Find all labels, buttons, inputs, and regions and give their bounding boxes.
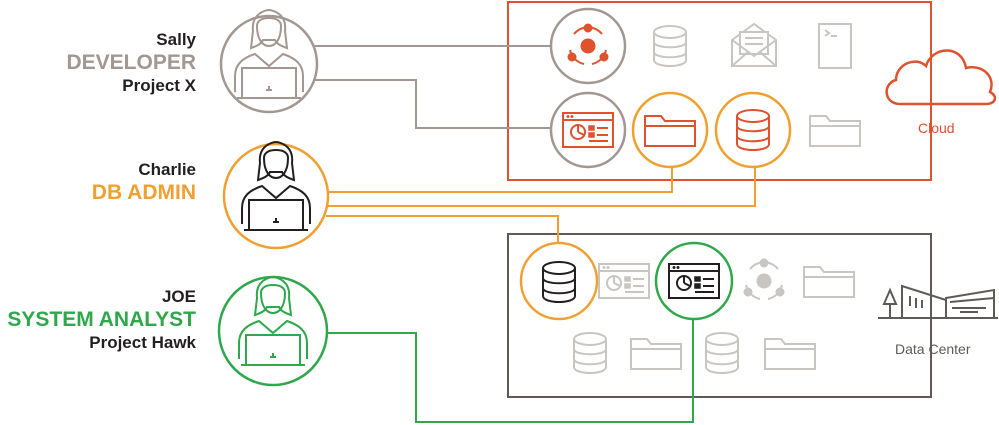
- joe-connections: [313, 320, 694, 423]
- datacenter-database-node: [519, 241, 599, 321]
- person-name: Sally: [156, 30, 196, 49]
- database-icon: [653, 25, 687, 67]
- hub-icon: [743, 258, 785, 300]
- sally-connections: [308, 45, 550, 129]
- person-name: JOE: [161, 287, 196, 306]
- database-icon: [573, 332, 607, 374]
- person-role: DB ADMIN: [91, 181, 196, 204]
- person-role: DEVELOPER: [66, 51, 196, 74]
- cloud-icon: [885, 49, 997, 106]
- folder-icon: [809, 115, 861, 147]
- terminal-icon: [818, 23, 852, 69]
- person-name: Charlie: [138, 160, 196, 179]
- person-project: Project Hawk: [89, 333, 196, 352]
- joe-avatar: [217, 275, 329, 387]
- person-role: SYSTEM ANALYST: [7, 308, 196, 331]
- cloud-folder-node: [631, 91, 709, 169]
- cloud-region-box: [507, 1, 932, 181]
- person-project: Project X: [122, 76, 196, 95]
- charlie-avatar: [222, 141, 330, 250]
- mail-icon: [731, 23, 777, 67]
- datacenter-label: Data Center: [895, 341, 971, 357]
- charlie-connections: [326, 166, 756, 242]
- folder-icon: [630, 338, 682, 370]
- folder-icon: [803, 266, 855, 298]
- cloud-hub-node: [549, 7, 627, 85]
- datacenter-building-icon: [878, 284, 998, 319]
- sally-avatar: [219, 9, 319, 114]
- person-sally: Sally DEVELOPER Project X: [66, 30, 196, 96]
- database-icon: [705, 332, 739, 374]
- cloud-dashboard-node: [549, 91, 627, 169]
- cloud-database-node: [714, 91, 792, 169]
- dashboard-icon: [598, 263, 650, 299]
- datacenter-dashboard-node: [654, 241, 734, 321]
- folder-icon: [764, 338, 816, 370]
- person-joe: JOE SYSTEM ANALYST Project Hawk: [7, 287, 196, 353]
- person-charlie: Charlie DB ADMIN: [92, 160, 196, 206]
- datacenter-region-box: [507, 233, 932, 398]
- cloud-label: Cloud: [918, 120, 955, 136]
